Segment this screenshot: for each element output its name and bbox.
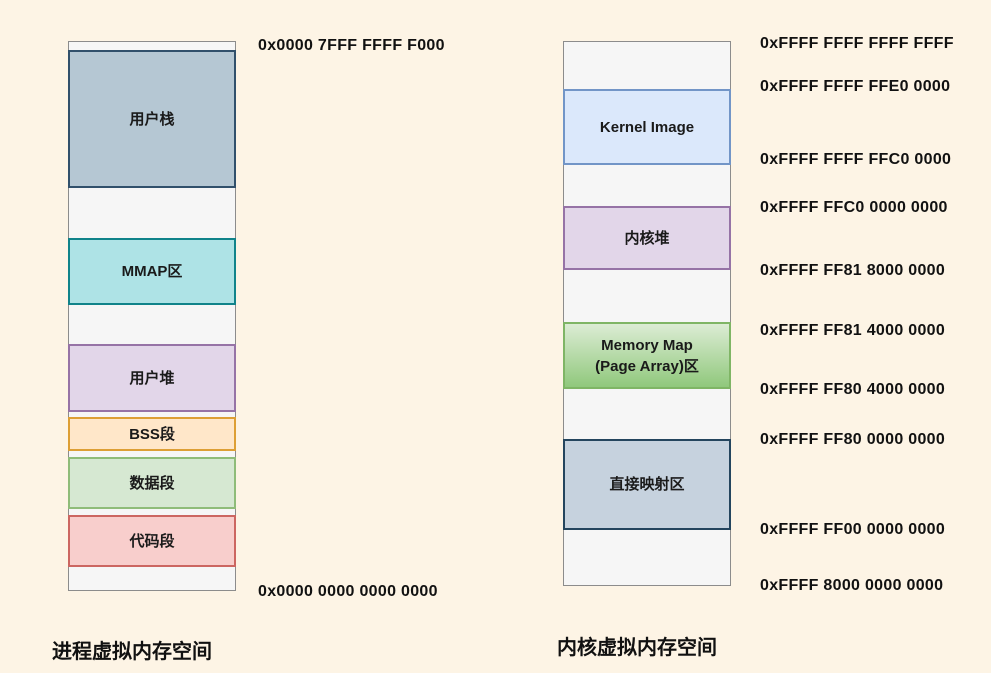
address-label-kernel: 0xFFFF FF81 4000 0000 <box>760 322 946 339</box>
address-label-kernel: 0xFFFF FFFF FFE0 0000 <box>760 78 951 95</box>
caption-kernel-memory: 内核虚拟内存空间 <box>557 637 717 659</box>
segment-bss: BSS段 <box>68 417 236 451</box>
segment-label: 内核堆 <box>624 229 670 247</box>
segment-label: 直接映射区 <box>609 476 685 493</box>
kernel-memory-column: Kernel Image 内核堆 Memory Map (Page Array)… <box>563 41 731 586</box>
address-label-process-bottom: 0x0000 0000 0000 0000 <box>258 583 438 600</box>
address-label-kernel: 0xFFFF FF00 0000 0000 <box>760 521 946 538</box>
address-label-kernel: 0xFFFF FF81 8000 0000 <box>760 262 946 279</box>
process-memory-column: 用户栈 MMAP区 用户堆 BSS段 数据段 代码段 <box>68 41 236 591</box>
address-label-kernel: 0xFFFF FFC0 0000 0000 <box>760 199 948 216</box>
address-label-process-top: 0x0000 7FFF FFFF F000 <box>258 37 445 54</box>
segment-memory-map-page-array: Memory Map (Page Array)区 <box>563 322 731 389</box>
segment-mmap-area: MMAP区 <box>68 238 236 305</box>
segment-user-stack: 用户栈 <box>68 50 236 188</box>
segment-user-heap: 用户堆 <box>68 344 236 412</box>
segment-label: MMAP区 <box>121 263 183 280</box>
address-label-kernel: 0xFFFF FF80 0000 0000 <box>760 431 946 448</box>
segment-label: 用户栈 <box>129 110 175 128</box>
address-label-kernel: 0xFFFF FFFF FFFF FFFF <box>760 35 954 52</box>
segment-kernel-image: Kernel Image <box>563 89 731 165</box>
segment-label-line1: Memory Map <box>601 336 693 354</box>
address-label-kernel: 0xFFFF FF80 4000 0000 <box>760 381 946 398</box>
segment-label: BSS段 <box>129 425 175 443</box>
segment-label-line2: (Page Array)区 <box>595 357 699 375</box>
segment-label: 数据段 <box>129 474 175 492</box>
segment-data: 数据段 <box>68 457 236 509</box>
address-label-kernel: 0xFFFF 8000 0000 0000 <box>760 577 944 594</box>
segment-direct-mapping-area: 直接映射区 <box>563 439 731 530</box>
segment-label: Kernel Image <box>599 118 695 136</box>
segment-label: 用户堆 <box>129 369 175 387</box>
address-label-kernel: 0xFFFF FFFF FFC0 0000 <box>760 151 952 168</box>
caption-process-memory: 进程虚拟内存空间 <box>52 641 212 663</box>
segment-kernel-heap: 内核堆 <box>563 206 731 270</box>
segment-label: 代码段 <box>129 532 175 550</box>
segment-code: 代码段 <box>68 515 236 567</box>
